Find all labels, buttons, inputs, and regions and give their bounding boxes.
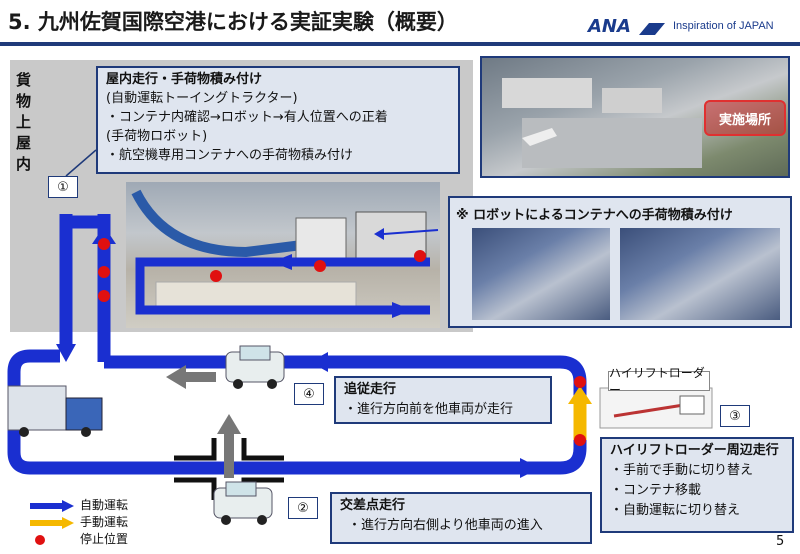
step-3-box: ハイリフトローダー周辺走行 ・手前で手動に切り替え ・コンテナ移載 ・自動運転に…: [600, 437, 794, 533]
intersection-corner: [174, 477, 217, 500]
manual-arrowhead: [568, 386, 592, 404]
logo-text: ANA: [588, 15, 631, 37]
auto-arrow-icon: [30, 499, 74, 512]
robot-photo-left: [472, 228, 610, 320]
logo-mark-icon: [638, 20, 665, 35]
route-arrowhead: [272, 254, 292, 270]
step-badge-1: ①: [48, 176, 78, 198]
high-lift-loader-icon: [599, 387, 713, 429]
route-arrowhead: [310, 352, 328, 372]
stop-position: [98, 266, 110, 278]
box1-line: (自動運転トーイングトラクター): [106, 91, 298, 106]
stop-position: [98, 290, 110, 302]
route-indoor-loop: [135, 257, 430, 315]
step-4-line: ・進行方向前を他車両が走行: [344, 402, 514, 417]
route-arrowhead: [92, 226, 116, 244]
robot-photo-right: [620, 228, 780, 320]
step-3-line: ・コンテナ移載: [610, 483, 702, 498]
step-3-line: ・手前で手動に切り替え: [610, 463, 754, 478]
step-2-title: 交差点走行: [340, 498, 406, 513]
legend: 自動運転 手動運転 停止位置: [30, 497, 128, 548]
cargo-truck-icon: [7, 385, 103, 437]
page-title: 5. 九州佐賀国際空港における実証実験（概要）: [8, 10, 458, 34]
pointer-arrowhead: [374, 228, 384, 240]
legend-manual: 手動運転: [30, 514, 128, 531]
intersection-corner: [174, 438, 217, 461]
route-outer-loop: [7, 349, 587, 475]
stop-position: [314, 260, 326, 272]
ana-logo: ANA Inspiration of JAPAN: [588, 14, 774, 38]
vlabel-char: 屋: [16, 134, 32, 152]
tug-vehicle-icon: [213, 481, 273, 525]
gray-arrow-left: [166, 365, 216, 389]
step-3-line: ・自動運転に切り替え: [610, 503, 741, 518]
site-location-label: 実施場所: [704, 100, 786, 136]
gray-arrow-up: [217, 414, 241, 478]
legend-stop: 停止位置: [30, 531, 128, 548]
route-arrowhead: [520, 458, 540, 478]
stop-position: [574, 434, 586, 446]
box1-title: 屋内走行・手荷物積み付け: [106, 72, 263, 87]
indoor-vertical-label: 貨 物 上 屋 内: [16, 70, 34, 175]
step-2-box: 交差点走行 ・進行方向右側より他車両の進入: [330, 492, 592, 544]
stop-position: [210, 270, 222, 282]
box1-line: (手荷物ロボット): [106, 129, 208, 144]
step-4-box: 追従走行 ・進行方向前を他車両が走行: [334, 376, 552, 424]
box1-line: ・コンテナ内確認→ロボット→有人位置への正着: [106, 110, 388, 125]
step-badge-2: ②: [288, 497, 318, 519]
high-lift-loader-label: ハイリフトローダー: [608, 366, 710, 397]
callout-line: [65, 149, 97, 177]
step-3-title: ハイリフトローダー周辺走行: [610, 443, 779, 458]
legend-manual-label: 手動運転: [80, 515, 129, 529]
legend-auto: 自動運転: [30, 497, 128, 514]
route-arrowhead: [392, 302, 412, 318]
stop-position: [574, 376, 586, 388]
vlabel-char: 上: [16, 113, 32, 131]
intersection-corner: [241, 438, 284, 461]
step-badge-3: ③: [720, 405, 750, 427]
step-4-title: 追従走行: [344, 382, 397, 397]
vlabel-char: 内: [16, 155, 32, 173]
step-badge-4: ④: [294, 383, 324, 405]
legend-auto-label: 自動運転: [80, 498, 129, 512]
tug-vehicle-icon: [225, 345, 285, 389]
route-arrowhead: [56, 344, 76, 362]
robot-panel-caption: ※ ロボットによるコンテナへの手荷物積み付け: [456, 208, 733, 223]
pointer-line: [383, 229, 439, 235]
indoor-description-box: 屋内走行・手荷物積み付け (自動運転トーイングトラクター) ・コンテナ内確認→ロ…: [96, 66, 460, 174]
page-number: 5: [776, 534, 785, 549]
legend-stop-label: 停止位置: [80, 532, 129, 546]
manual-arrow-icon: [30, 516, 74, 529]
logo-tagline: Inspiration of JAPAN: [672, 20, 774, 32]
stop-dot-icon: [35, 534, 45, 545]
title-rule: [0, 42, 800, 46]
step-2-line: ・進行方向右側より他車両の進入: [348, 518, 543, 533]
stop-position: [414, 250, 426, 262]
box1-line: ・航空機専用コンテナへの手荷物積み付け: [106, 148, 354, 163]
vlabel-char: 貨: [16, 71, 32, 89]
vlabel-char: 物: [16, 92, 32, 110]
stop-position: [98, 238, 110, 250]
